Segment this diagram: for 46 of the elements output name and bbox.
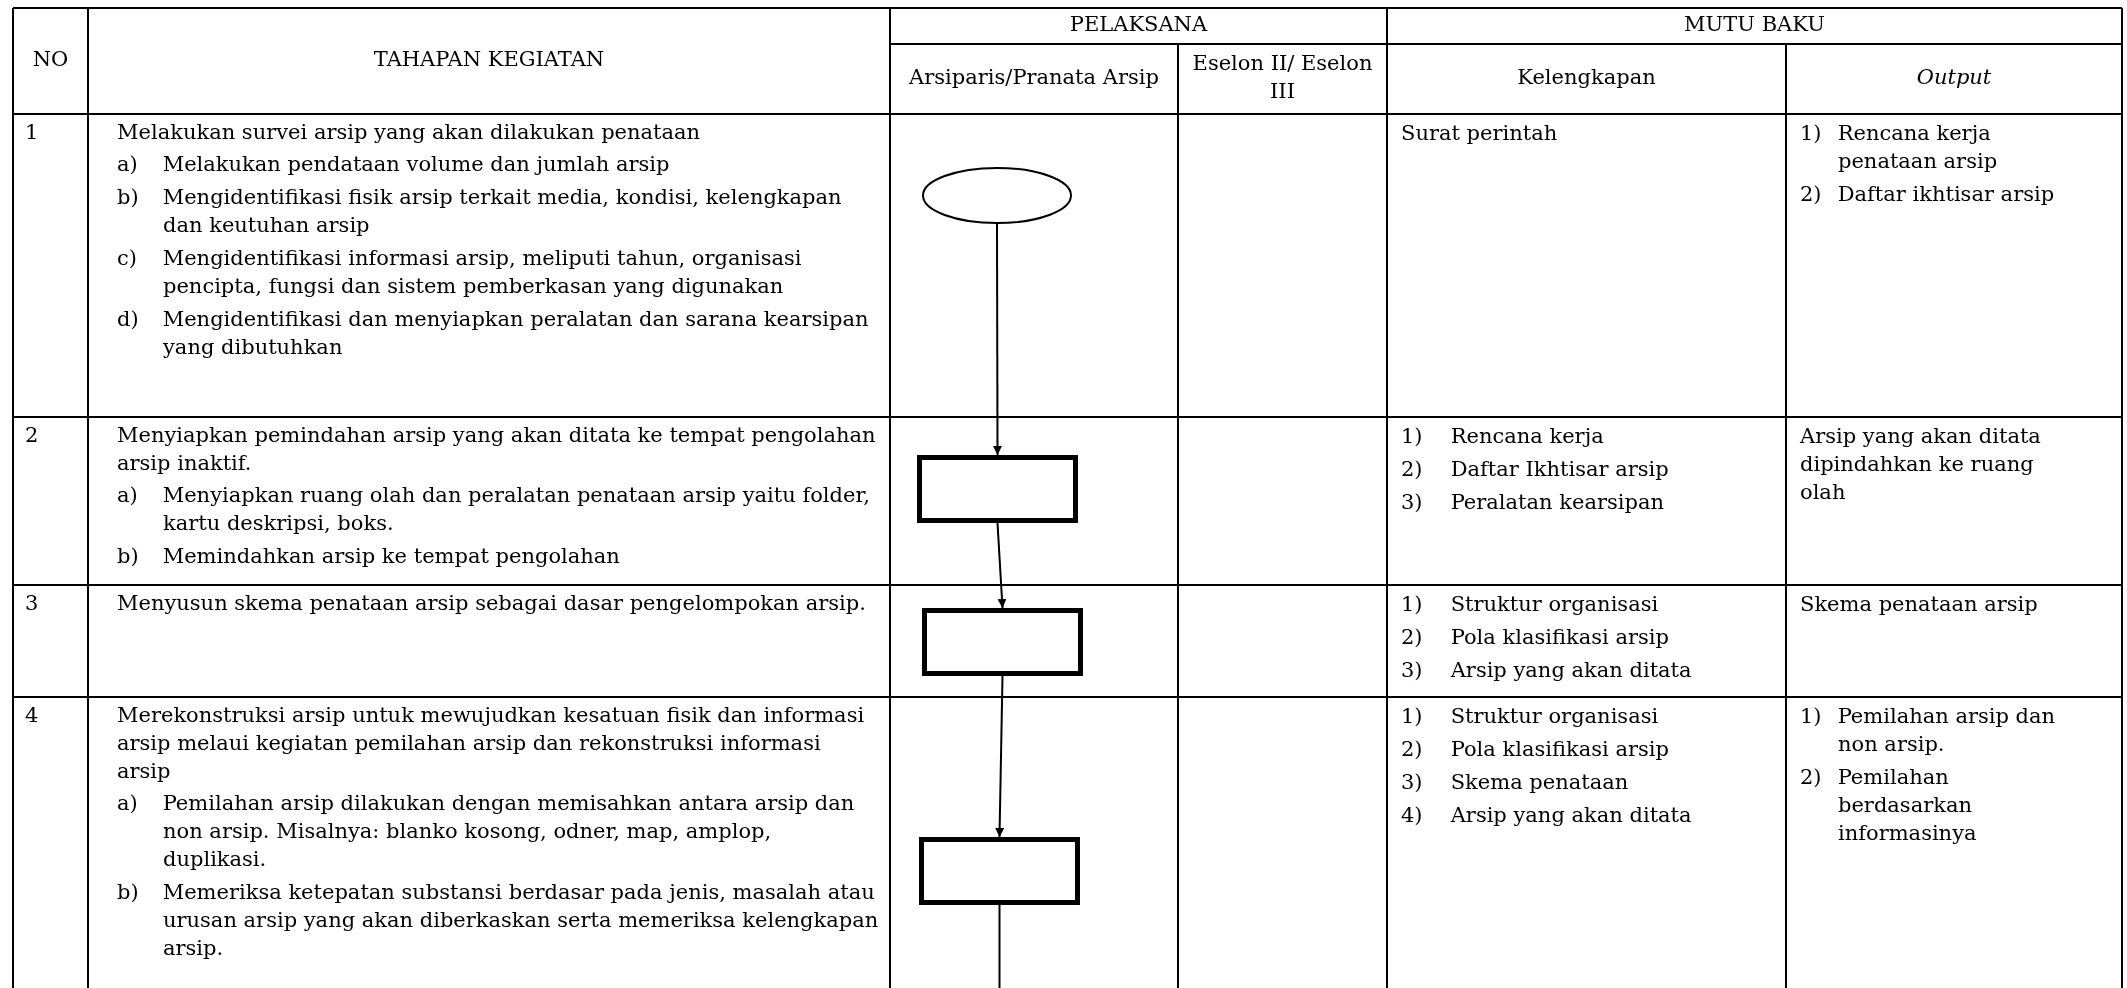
requirement-item: 3) Peralatan kearsipan (1401, 489, 1665, 516)
arrow (996, 522, 1007, 609)
requirement-item: 3) Arsip yang akan ditata (1401, 657, 1693, 684)
step-description: Menyusun skema penataan arsip sebagai dasar pengelompokan arsip. (117, 590, 867, 617)
column-header: TAHAPAN KEGIATAN (373, 46, 605, 73)
output-text: Skema penataan arsip (1800, 591, 2039, 618)
step-number: 1 (25, 119, 40, 146)
connector-line (998, 904, 1001, 988)
substep-item: d) Mengidentifikasi dan menyiapkan peralatan dan sarana kearsipan yang dibutuhkan (117, 306, 870, 361)
requirement-item: 2) Daftar Ikhtisar arsip (1401, 456, 1670, 483)
output-item: 1) Pemilahan arsip dan non arsip. (1800, 703, 2057, 758)
output-item: 2) Pemilahan berdasarkan informasinya (1800, 764, 1978, 847)
process-box (922, 608, 1083, 676)
requirement-item: 4) Arsip yang akan ditata (1401, 802, 1693, 829)
step-description: Melakukan survei arsip yang akan dilakukan penataan (117, 119, 702, 146)
requirement-text: Surat perintah (1401, 120, 1559, 147)
output-item: 1) Rencana kerja penataan arsip (1800, 120, 1999, 175)
arrow (995, 675, 1005, 838)
substep-item: a) Pemilahan arsip dilakukan dengan memisahkan antara arsip dan non arsip. Misalnya: blanko kosong, odner, map, amplop, duplikasi. (117, 790, 856, 873)
column-header: MUTU BAKU (1684, 11, 1825, 38)
column-header: Eselon II/ Eselon III (1191, 50, 1374, 105)
step-number: 3 (25, 590, 40, 617)
substep-item: b) Memindahkan arsip ke tempat pengolahan (117, 543, 621, 570)
column-header: Output (1916, 64, 1992, 91)
start-ellipse (922, 167, 1072, 224)
process-box (919, 837, 1080, 905)
requirement-item: 2) Pola klasifikasi arsip (1401, 736, 1670, 763)
requirement-item: 3) Skema penataan (1401, 769, 1630, 796)
requirement-item: 1) Struktur organisasi (1401, 703, 1660, 730)
requirement-item: 2) Pola klasifikasi arsip (1401, 624, 1670, 651)
column-header: Kelengkapan (1517, 64, 1656, 91)
output-text: Arsip yang akan ditata dipindahkan ke ruang olah (1800, 423, 2042, 506)
substep-item: b) Memeriksa ketepatan substansi berdasar pada jenis, masalah atau urusan arsip yang akan diberkaskan serta memeriksa kelengkapan arsip. (117, 879, 880, 962)
column-header: Arsiparis/Pranata Arsip (909, 64, 1159, 91)
step-number: 4 (25, 702, 40, 729)
substep-item: a) Melakukan pendataan volume dan jumlah arsip (117, 151, 671, 178)
column-header: PELAKSANA (1069, 11, 1208, 38)
process-box (917, 455, 1078, 523)
step-number: 2 (25, 422, 40, 449)
requirement-item: 1) Struktur organisasi (1401, 591, 1660, 618)
arrow (993, 223, 1002, 456)
column-header: NO (32, 46, 69, 73)
requirement-item: 1) Rencana kerja (1401, 423, 1605, 450)
substep-item: a) Menyiapkan ruang olah dan peralatan penataan arsip yaitu folder, kartu deskripsi, boks. (117, 482, 871, 537)
step-description: Menyiapkan pemindahan arsip yang akan ditata ke tempat pengolahan arsip inaktif. (117, 422, 877, 477)
output-item: 2) Daftar ikhtisar arsip (1800, 181, 2056, 208)
